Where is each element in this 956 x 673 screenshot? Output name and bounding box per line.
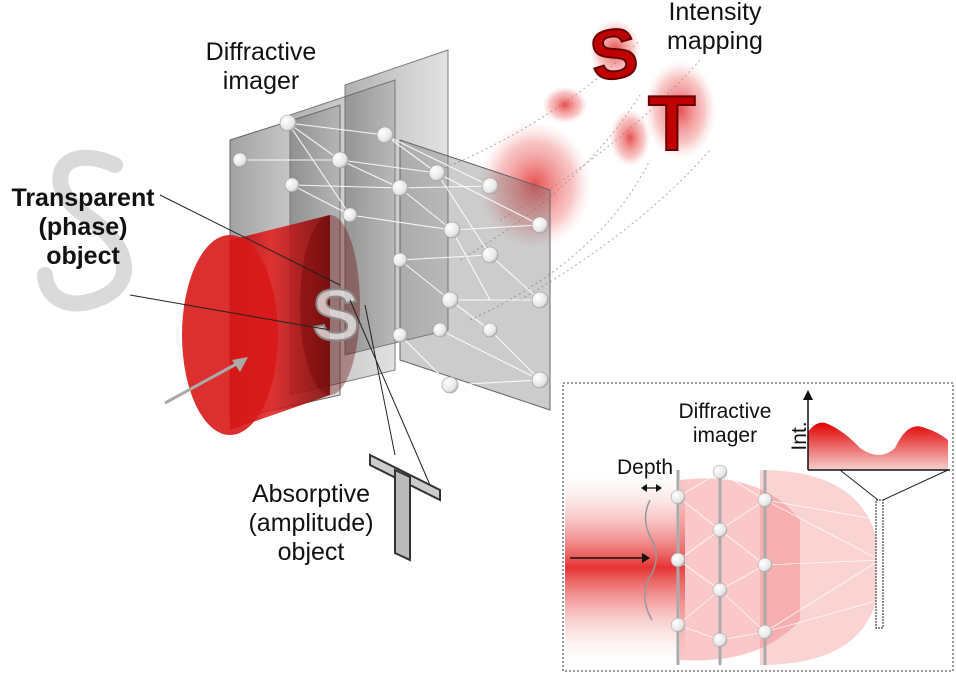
output-t-letter: T: [648, 79, 696, 167]
neuron-nodes: [232, 114, 549, 394]
leader-lines: [129, 194, 431, 486]
label-inset-diffractive-imager: Diffractive imager: [678, 400, 772, 447]
label-diffractive-imager: Diffractive imager: [205, 38, 317, 95]
inset-panel: [562, 382, 954, 672]
label-inset-depth: Depth: [616, 456, 674, 479]
input-beam-cylinder: [182, 215, 360, 435]
label-inset-intensity-axis: Int.: [788, 421, 811, 451]
transparent-phase-object: [37, 149, 133, 312]
middle-s-letter: S: [312, 276, 360, 356]
absorptive-amplitude-object: [369, 453, 441, 562]
output-s-letter: S: [585, 12, 642, 96]
label-absorptive-amplitude-object: Absorptive (amplitude) object: [248, 480, 374, 566]
input-arrow: [164, 357, 248, 405]
label-transparent-phase-object: Transparent (phase) object: [11, 184, 155, 270]
network-connections: [240, 122, 541, 386]
label-intensity-mapping: Intensity mapping: [667, 0, 763, 55]
